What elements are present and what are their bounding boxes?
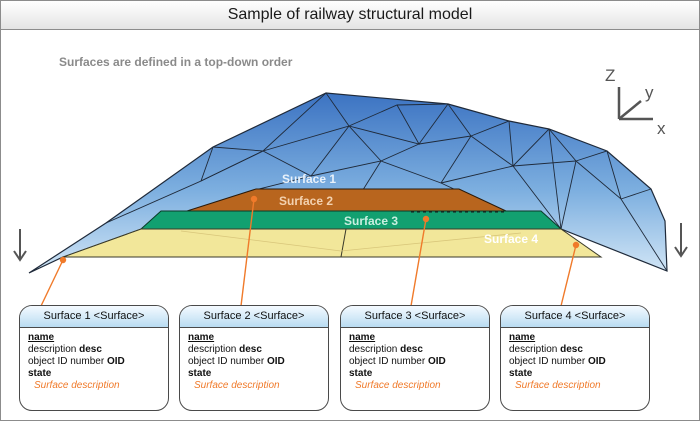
card-footer: Surface description: [355, 380, 441, 391]
card-oid-label: object ID number: [349, 356, 426, 367]
card-oid-value: OID: [266, 356, 285, 367]
axis-y-label: y: [645, 83, 654, 102]
leader-lines: [40, 195, 580, 307]
card-state-attr: state: [188, 368, 212, 379]
card-name-attr: name: [349, 332, 376, 343]
card-name-attr: name: [188, 332, 215, 343]
card-state-attr: state: [349, 368, 373, 379]
card-oid-value: OID: [106, 356, 125, 367]
card-oid-label: object ID number: [28, 356, 105, 367]
card-oid-value: OID: [587, 356, 606, 367]
terrain-mesh-lines: [105, 92, 668, 272]
axis-x-label: x: [657, 119, 666, 138]
surface-4-card: Surface 4 <Surface> name description des…: [500, 305, 650, 411]
down-arrow-right-icon: [674, 223, 688, 258]
card-oid-label: object ID number: [188, 356, 265, 367]
card-description-value: desc: [79, 344, 102, 355]
card-oid-value: OID: [427, 356, 446, 367]
surface-3-card: Surface 3 <Surface> name description des…: [340, 305, 490, 411]
surface-4-label: Surface 4: [484, 232, 538, 246]
diagram-subtitle: Surfaces are defined in a top-down order: [59, 55, 293, 69]
surface-1-card: Surface 1 <Surface> name description des…: [19, 305, 169, 411]
xyz-axes-icon: [617, 87, 653, 121]
card-header: Surface 4 <Surface>: [501, 306, 649, 328]
card-description-value: desc: [560, 344, 583, 355]
surface-2-label: Surface 2: [279, 194, 333, 208]
card-description-label: description: [188, 344, 237, 355]
card-description-value: desc: [400, 344, 423, 355]
card-description-label: description: [349, 344, 398, 355]
card-description-label: description: [28, 344, 77, 355]
surface-1-label: Surface 1: [282, 172, 336, 186]
axis-z-label: Z: [605, 66, 615, 85]
card-footer: Surface description: [194, 380, 280, 391]
card-description-label: description: [509, 344, 558, 355]
card-header: Surface 3 <Surface>: [341, 306, 489, 328]
card-description-value: desc: [239, 344, 262, 355]
card-header: Surface 2 <Surface>: [180, 306, 328, 328]
card-state-attr: state: [509, 368, 533, 379]
down-arrow-left-icon: [13, 229, 27, 262]
card-footer: Surface description: [515, 380, 601, 391]
surface-3-label: Surface 3: [344, 214, 398, 228]
card-oid-label: object ID number: [509, 356, 586, 367]
card-state-attr: state: [28, 368, 52, 379]
surface-2-card: Surface 2 <Surface> name description des…: [179, 305, 329, 411]
card-name-attr: name: [509, 332, 536, 343]
card-name-attr: name: [28, 332, 55, 343]
card-footer: Surface description: [34, 380, 120, 391]
card-header: Surface 1 <Surface>: [20, 306, 168, 328]
diagram-title: Sample of railway structural model: [1, 1, 699, 30]
